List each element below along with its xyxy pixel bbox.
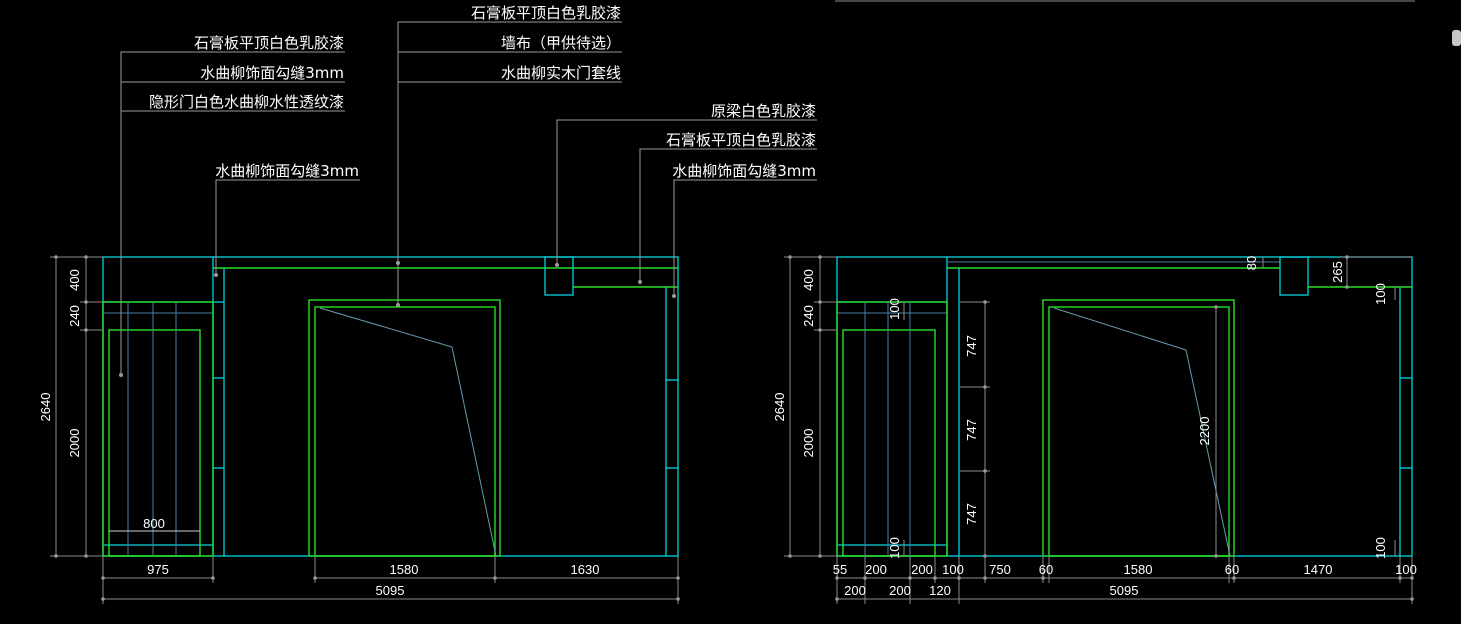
right-dim-400: 400 [801,269,816,291]
right-dim-2640: 2640 [772,393,787,422]
left-dim-1630: 1630 [571,562,600,577]
right-dim-55: 55 [833,562,847,577]
label-hidden-door-finish: 隐形门白色水曲柳水性透纹漆 [149,93,344,111]
left-door-inner-frame [314,306,496,557]
right-dim-60-b: 60 [1225,562,1239,577]
right-dim-100-base: 100 [1373,537,1388,559]
left-door-outer-frame [308,299,501,557]
right-dim-100-top: 100 [887,298,902,320]
left-dim-2000: 2000 [67,429,82,458]
right-dim-200-b: 200 [911,562,933,577]
right-dim-747-b: 747 [964,419,979,441]
right-dim-265: 265 [1330,261,1345,283]
right-dim-200-a: 200 [865,562,887,577]
left-dim-1580: 1580 [390,562,419,577]
right-dim-120: 120 [929,583,951,598]
right-dim-100-h: 100 [942,562,964,577]
hidden-door-leaf [108,329,201,557]
viewcube-handle-icon[interactable] [1452,30,1461,46]
label-door-casing: 水曲柳实木门套线 [501,64,621,82]
right-dim-1580: 1580 [1124,562,1153,577]
right-dim-2000: 2000 [801,429,816,458]
right-dim-100-bottom: 100 [887,537,902,559]
right-dim-240: 240 [801,305,816,327]
right-door-inner-frame [1048,306,1230,557]
right-dim-5095: 5095 [1110,583,1139,598]
label-ceiling-paint-left: 石膏板平顶白色乳胶漆 [194,34,344,52]
left-dim-240: 240 [67,305,82,327]
left-dim-800: 800 [143,516,165,531]
left-dim-2640: 2640 [38,393,53,422]
right-dim-2200: 2200 [1197,417,1212,446]
right-elevation [784,255,1414,604]
label-veneer-groove-right: 水曲柳饰面勾缝3mm [672,162,816,180]
right-dim-200-c: 200 [844,583,866,598]
label-wallcovering: 墙布（甲供待选） [501,34,621,52]
label-veneer-groove-left: 水曲柳饰面勾缝3mm [200,64,344,82]
left-door-swing-line [319,307,497,557]
left-dim-400: 400 [67,269,82,291]
right-dim-747-c: 747 [964,503,979,525]
right-beam [1279,256,1309,296]
left-elevation [50,21,817,604]
right-dim-60-a: 60 [1039,562,1053,577]
right-hidden-door-leaf [842,329,936,557]
right-dim-750: 750 [989,562,1011,577]
left-dim-975: 975 [147,562,169,577]
right-dim-100-end: 100 [1395,562,1417,577]
right-dim-100-beam: 100 [1373,283,1388,305]
right-dim-80: 80 [1244,256,1259,270]
right-door-swing-line [1053,307,1231,557]
left-beam [544,256,574,296]
right-dim-747-a: 747 [964,335,979,357]
right-dim-1470: 1470 [1304,562,1333,577]
label-ceiling-paint-right: 石膏板平顶白色乳胶漆 [666,131,816,149]
label-ceiling-paint-top: 石膏板平顶白色乳胶漆 [471,4,621,22]
label-beam-paint: 原梁白色乳胶漆 [711,102,816,120]
label-veneer-groove-mid: 水曲柳饰面勾缝3mm [215,162,359,180]
right-dim-200-d: 200 [889,583,911,598]
left-dim-5095: 5095 [376,583,405,598]
right-hidden-door-frame [836,301,948,557]
